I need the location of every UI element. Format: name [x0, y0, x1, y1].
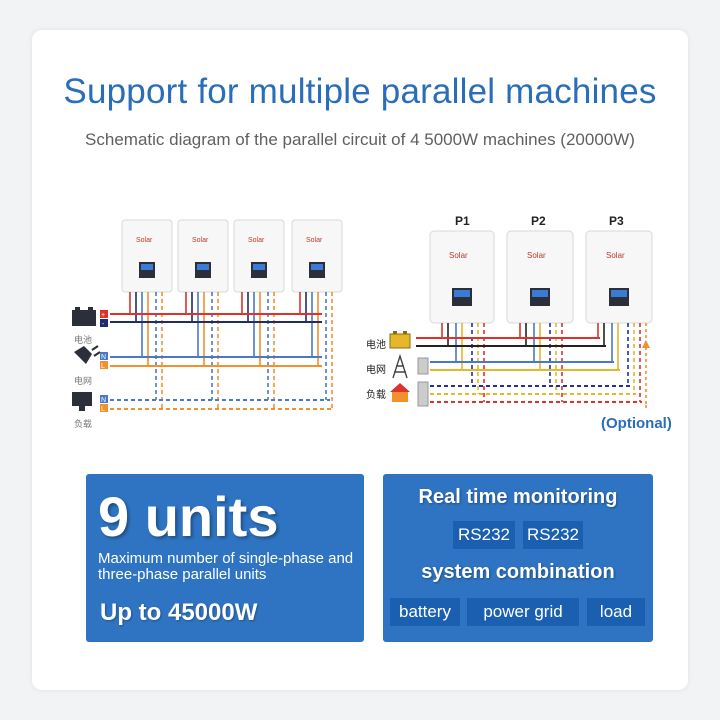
svg-text:Solar: Solar [192, 237, 209, 244]
component-power-grid: power grid [467, 598, 579, 626]
left-inverter-2: Solar [177, 219, 229, 293]
monitoring-title: Real time monitoring [418, 486, 618, 508]
terminal-n-grid: N [101, 354, 106, 361]
right-inverter-p2: Solar [506, 230, 574, 324]
unit-label-p1: P1 [455, 214, 470, 228]
left-inverter-1: Solar [121, 219, 173, 293]
unit-label-p2: P2 [531, 214, 546, 228]
page-title: Support for multiple parallel machines [63, 72, 657, 111]
left-battery-icon [72, 307, 108, 327]
right-battery-icon [389, 331, 411, 349]
rs232-port-1: RS232 [453, 521, 515, 549]
left-inverter-4: Solar [291, 219, 343, 293]
terminal-n-load: N [101, 397, 106, 404]
right-label-grid: 电网 [366, 363, 386, 376]
svg-text:Solar: Solar [606, 251, 625, 260]
component-battery: battery [390, 598, 460, 626]
left-inverter-3: Solar [233, 219, 285, 293]
left-load-monitor-icon [72, 392, 108, 412]
right-inverter-p3: Solar [585, 230, 653, 324]
left-label-grid: 电网 [74, 375, 92, 386]
page-subtitle: Schematic diagram of the parallel circui… [85, 130, 635, 149]
svg-text:Solar: Solar [248, 237, 265, 244]
right-label-battery: 电池 [366, 338, 386, 351]
svg-text:Solar: Solar [136, 237, 153, 244]
left-vertical-wires [129, 292, 333, 409]
unit-label-p3: P3 [609, 214, 624, 228]
svg-text:Solar: Solar [306, 237, 323, 244]
right-vertical-wires [441, 323, 641, 402]
left-bus-lines [110, 313, 334, 410]
max-units-description: Maximum number of single-phase and three… [98, 550, 354, 583]
right-label-load: 负载 [366, 388, 386, 401]
terminal-l-load: L [101, 406, 105, 413]
combination-title: system combination [421, 561, 615, 583]
optional-connection [642, 323, 650, 408]
left-inverters: Solar Solar Solar Solar [121, 219, 343, 293]
left-label-battery: 电池 [74, 334, 92, 345]
monitoring-panel: Real time monitoring RS232 RS232 system … [383, 474, 653, 642]
component-load: load [587, 598, 645, 626]
right-breakers [417, 357, 429, 407]
svg-text:Solar: Solar [527, 251, 546, 260]
right-inverters: Solar Solar Solar [429, 230, 653, 324]
max-units-count: 9 units [98, 485, 279, 548]
optional-label: (Optional) [601, 415, 672, 432]
parallel-units-panel: 9 units Maximum number of single-phase a… [86, 474, 364, 642]
right-inverter-p1: Solar [429, 230, 495, 324]
right-grid-tower-icon [392, 353, 408, 379]
max-power: Up to 45000W [100, 599, 258, 626]
svg-text:Solar: Solar [449, 251, 468, 260]
terminal-l-grid: L [101, 363, 105, 370]
right-bus-lines [416, 337, 642, 403]
terminal-minus: - [102, 321, 105, 328]
right-load-house-icon [390, 383, 410, 402]
left-grid-plug-icon [74, 345, 108, 369]
terminal-plus: + [101, 312, 105, 319]
left-label-load: 负载 [74, 418, 92, 429]
rs232-port-2: RS232 [523, 521, 583, 549]
